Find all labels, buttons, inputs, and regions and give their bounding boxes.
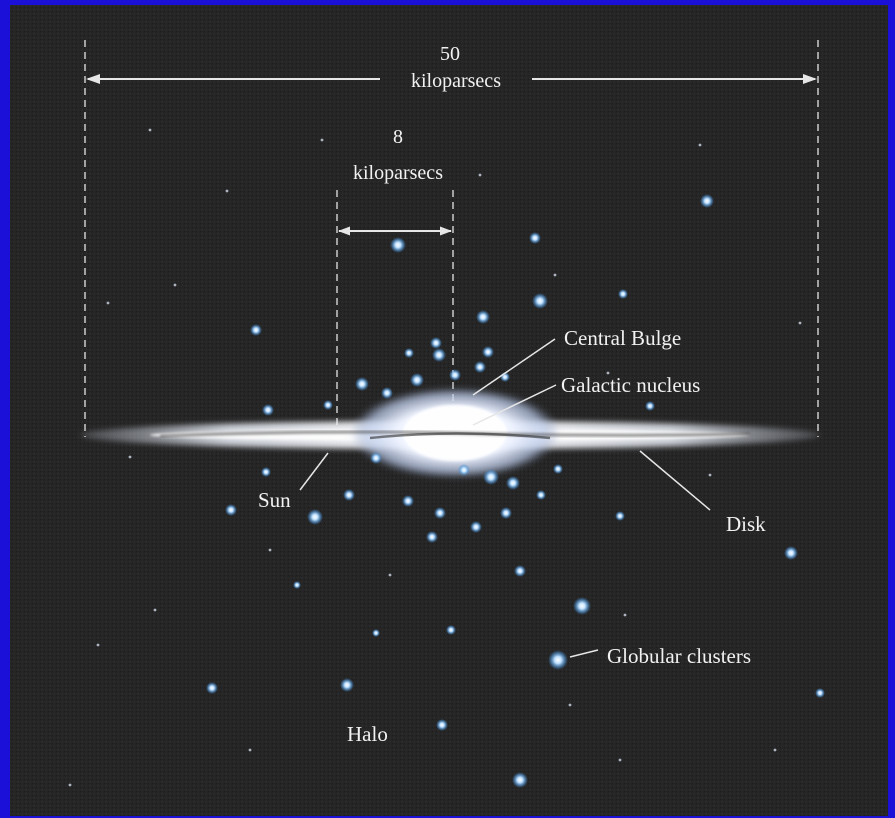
arrowhead-left — [86, 74, 100, 84]
globular-cluster — [432, 348, 446, 362]
background-stars — [68, 128, 802, 787]
background-star — [128, 455, 132, 459]
background-star — [248, 748, 252, 752]
globular-cluster — [458, 464, 470, 476]
leader-central-bulge — [472, 338, 556, 396]
scale-small-unit: kiloparsecs — [353, 162, 443, 184]
globular-cluster — [307, 509, 323, 525]
galaxy — [80, 387, 820, 479]
globular-cluster — [449, 369, 461, 381]
background-star — [96, 643, 100, 647]
globular-cluster — [548, 650, 568, 670]
label-disk: Disk — [726, 512, 766, 536]
globular-cluster — [553, 464, 563, 474]
background-star — [225, 189, 229, 193]
globular-cluster — [500, 507, 512, 519]
label-halo: Halo — [347, 722, 388, 746]
globular-cluster — [262, 404, 274, 416]
globular-cluster — [483, 469, 499, 485]
globular-cluster — [436, 719, 448, 731]
globular-cluster — [514, 565, 526, 577]
globular-cluster — [529, 232, 541, 244]
background-star — [553, 273, 557, 277]
globular-cluster — [323, 400, 333, 410]
globular-cluster — [430, 337, 442, 349]
small-arrowhead-right — [440, 226, 452, 236]
globular-cluster — [512, 772, 528, 788]
background-star — [798, 321, 802, 325]
globular-cluster — [225, 504, 237, 516]
globular-cluster — [573, 597, 591, 615]
scale-small-value: 8 — [393, 126, 403, 148]
scale-bar-8kpc: 8 kiloparsecs — [336, 126, 454, 437]
globular-cluster — [372, 629, 380, 637]
milky-way-diagram: 50 kiloparsecs 8 kiloparsecs Central Bul… — [10, 5, 888, 816]
scale-large-unit: kiloparsecs — [411, 70, 501, 92]
globular-cluster — [404, 348, 414, 358]
globular-cluster — [815, 688, 825, 698]
label-galactic-nucleus: Galactic nucleus — [561, 373, 700, 397]
background-star — [623, 613, 627, 617]
leader-galactic-nucleus — [472, 384, 557, 426]
dust-lane-center — [369, 432, 551, 440]
globular-cluster — [434, 507, 446, 519]
globular-cluster — [700, 194, 714, 208]
background-star — [618, 758, 622, 762]
globular-cluster — [482, 346, 494, 358]
label-globular-clusters: Globular clusters — [607, 644, 751, 668]
globular-cluster — [261, 467, 271, 477]
background-star — [320, 138, 324, 142]
globular-cluster — [645, 401, 655, 411]
leader-disk — [639, 450, 711, 511]
globular-cluster — [470, 521, 482, 533]
background-star — [708, 473, 712, 477]
leader-lines — [299, 338, 711, 658]
background-star — [478, 173, 482, 177]
leader-sun — [299, 452, 329, 491]
scale-bar-50kpc: 50 kiloparsecs — [84, 40, 819, 437]
arrowhead-right — [803, 74, 817, 84]
globular-cluster — [206, 682, 218, 694]
globular-cluster — [618, 289, 628, 299]
globular-clusters-group — [206, 194, 825, 788]
globular-cluster — [343, 489, 355, 501]
globular-cluster — [370, 452, 382, 464]
globular-cluster — [536, 490, 546, 500]
label-sun: Sun — [258, 488, 291, 512]
scale-large-value: 50 — [440, 43, 460, 65]
globular-cluster — [426, 531, 438, 543]
globular-cluster — [615, 511, 625, 521]
globular-cluster — [390, 237, 406, 253]
background-star — [568, 703, 572, 707]
label-central-bulge: Central Bulge — [564, 326, 681, 350]
background-star — [173, 283, 177, 287]
background-star — [698, 143, 702, 147]
globular-cluster — [784, 546, 798, 560]
background-star — [268, 548, 272, 552]
diagram-canvas: 50 kiloparsecs 8 kiloparsecs Central Bul… — [10, 5, 888, 816]
globular-cluster — [250, 324, 262, 336]
background-star — [773, 748, 777, 752]
background-star — [148, 128, 152, 132]
globular-cluster — [340, 678, 354, 692]
globular-cluster — [381, 387, 393, 399]
globular-cluster — [402, 495, 414, 507]
globular-cluster — [410, 373, 424, 387]
globular-cluster — [474, 361, 486, 373]
background-star — [388, 573, 392, 577]
background-star — [606, 371, 610, 375]
globular-cluster — [532, 293, 548, 309]
background-star — [153, 608, 157, 612]
globular-cluster — [476, 310, 490, 324]
background-star — [68, 783, 72, 787]
background-star — [106, 301, 110, 305]
globular-cluster — [293, 581, 301, 589]
leader-globular-clusters — [569, 649, 599, 658]
globular-cluster — [506, 476, 520, 490]
globular-cluster — [446, 625, 456, 635]
globular-cluster — [355, 377, 369, 391]
small-arrowhead-left — [338, 226, 350, 236]
